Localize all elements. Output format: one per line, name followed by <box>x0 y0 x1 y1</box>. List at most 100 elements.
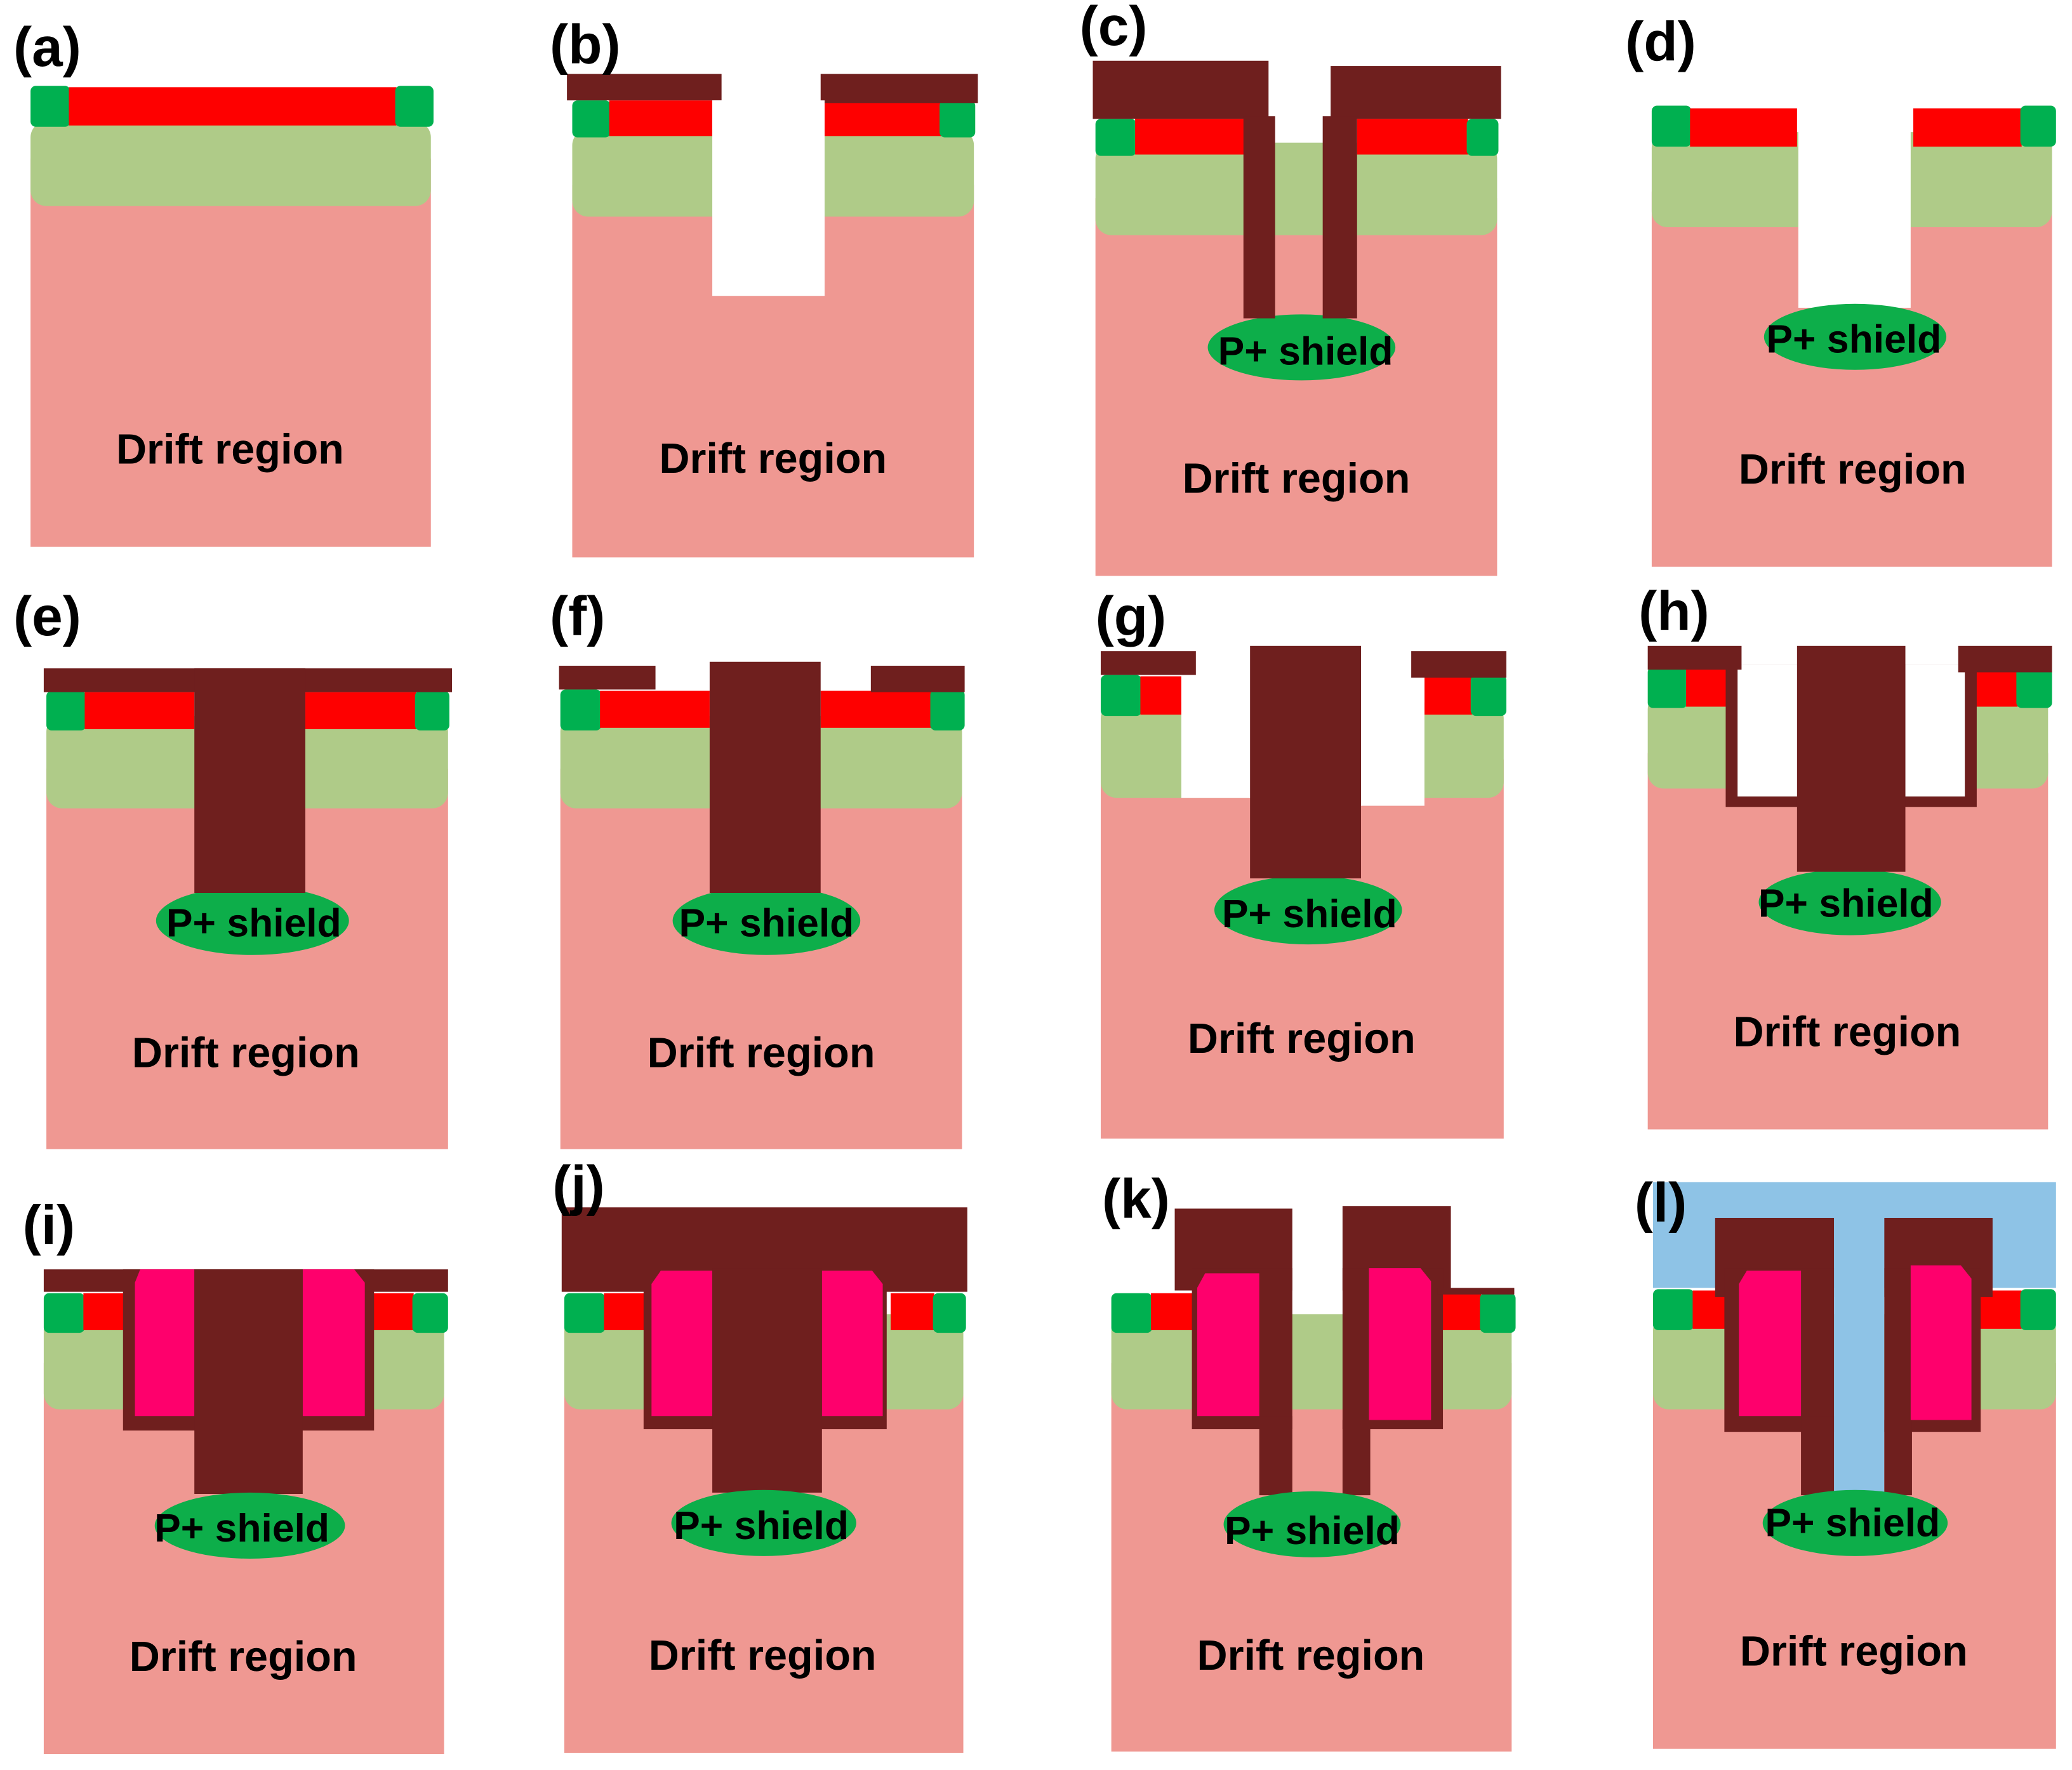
p-plus-contact-left <box>43 1293 85 1333</box>
p-plus-contact-left <box>572 100 611 138</box>
p-plus-contact-left <box>1651 105 1692 147</box>
n-plus-source-left <box>604 1293 647 1330</box>
p-plus-contact-right <box>1470 675 1506 717</box>
p-plus-contact-left <box>1095 119 1137 156</box>
recess-right <box>1361 673 1424 806</box>
panel-label: (l) <box>1635 1172 1687 1234</box>
trench-fill <box>709 661 821 893</box>
drift-region <box>30 158 431 547</box>
drift-region-label: Drift region <box>132 1030 360 1077</box>
shield-label: P+ shield <box>1765 1501 1940 1545</box>
fill-remnant-left <box>559 665 656 690</box>
drift-region-label: Drift region <box>1183 455 1411 502</box>
p-plus-contact-right <box>940 100 976 138</box>
gate-right <box>302 1269 365 1417</box>
trench <box>712 100 825 296</box>
drift-region <box>1095 198 1498 576</box>
n-plus-source-right <box>1357 119 1468 155</box>
p-plus-shield <box>1762 1489 1948 1556</box>
gate-left <box>1197 1273 1259 1417</box>
gate-left <box>1739 1271 1802 1417</box>
panel-label: (h) <box>1638 580 1710 642</box>
panel-e: (e) P+ shield Drift region <box>13 585 453 1149</box>
panel-label: (e) <box>13 585 81 647</box>
n-plus-source-right <box>824 100 941 136</box>
p-plus-contact-right <box>1480 1293 1516 1333</box>
n-plus-source-left <box>1686 668 1729 707</box>
p-plus-shield <box>671 1489 856 1556</box>
n-plus-source <box>69 87 397 126</box>
drift-region-label: Drift region <box>1739 446 1967 493</box>
n-plus-source-right <box>1437 1293 1482 1330</box>
shield-label: P+ shield <box>1225 1509 1400 1553</box>
panel-label: (j) <box>552 1154 605 1217</box>
p-plus-contact-left <box>1111 1293 1153 1333</box>
n-plus-source-left <box>1140 676 1181 715</box>
panel-j: (j) P+ shield Drift region <box>552 1154 967 1753</box>
n-plus-source-right <box>370 1293 414 1330</box>
shield-label: P+ shield <box>1222 892 1397 936</box>
p-plus-shield <box>1758 869 1941 935</box>
p-plus-shield <box>1207 314 1396 381</box>
p-plus-contact-right <box>933 1293 966 1333</box>
mask-remnant-right <box>1411 651 1506 678</box>
mask-layer-left <box>1092 60 1269 119</box>
drift-region-label: Drift region <box>116 426 344 473</box>
drift-region-label: Drift region <box>130 1634 357 1681</box>
p-plus-contact-left <box>30 86 70 127</box>
shield-label: P+ shield <box>1758 881 1934 925</box>
p-plus-contact-right <box>2020 1289 2056 1330</box>
liner-edge-right <box>1437 1288 1515 1295</box>
trench-sidewall-left <box>1243 116 1275 319</box>
panel-f: (f) P+ shield Drift region <box>550 585 965 1149</box>
p-plus-shield <box>1223 1491 1401 1557</box>
trench-sidewall-right <box>1322 116 1357 319</box>
n-plus-source-left <box>84 692 195 729</box>
panel-a: (a) Drift region <box>13 16 434 547</box>
gate-right <box>1910 1265 1972 1420</box>
drift-region-label: Drift region <box>1188 1015 1416 1062</box>
n-plus-source-right <box>305 692 416 729</box>
fill-remnant-right <box>870 665 965 692</box>
trench-wall-left <box>1259 1416 1292 1496</box>
trench-fill <box>194 1269 303 1494</box>
drift-region-label: Drift region <box>1197 1632 1424 1679</box>
p-plus-shield <box>672 886 861 955</box>
p-well <box>30 121 431 206</box>
trench-fill <box>1250 645 1362 879</box>
p-plus-contact-left <box>46 690 86 730</box>
panel-label: (c) <box>1080 0 1148 57</box>
panel-h: (h) P+ shield Drift region <box>1638 580 2052 1130</box>
n-plus-source-right <box>1424 676 1472 715</box>
trench-wall-right <box>1342 1420 1371 1496</box>
drift-region-label: Drift region <box>648 1030 875 1077</box>
shield-label: P+ shield <box>1766 317 1941 362</box>
panel-label: (i) <box>23 1194 76 1257</box>
n-plus-source-left <box>1135 119 1245 155</box>
hard-mask-right <box>820 74 978 103</box>
shield-label: P+ shield <box>679 901 854 946</box>
panel-label: (g) <box>1096 585 1167 647</box>
n-plus-source-left <box>83 1293 126 1330</box>
n-plus-source-left <box>609 100 713 136</box>
panel-label: (b) <box>550 13 621 76</box>
p-plus-contact-right <box>930 689 965 730</box>
recess-left <box>1181 673 1252 798</box>
gate-right <box>1369 1268 1431 1420</box>
n-plus-source-right <box>820 690 932 728</box>
panel-l: (l) P+ shield Drift region <box>1635 1172 2056 1749</box>
n-plus-source-right <box>1975 668 2018 707</box>
hard-mask-left <box>567 74 722 101</box>
p-plus-contact-right <box>395 86 434 127</box>
p-plus-shield <box>1214 875 1402 945</box>
drift-region-label: Drift region <box>649 1632 877 1679</box>
panel-label: (k) <box>1102 1168 1170 1230</box>
panel-b: (b) Drift region <box>550 13 978 558</box>
trench-fill <box>194 668 306 893</box>
trench <box>1798 103 1911 308</box>
gate-left <box>651 1271 713 1417</box>
mask-layer-right <box>1331 66 1501 119</box>
trench-wall-right <box>1884 1420 1912 1496</box>
drift-region <box>1111 1363 1512 1752</box>
